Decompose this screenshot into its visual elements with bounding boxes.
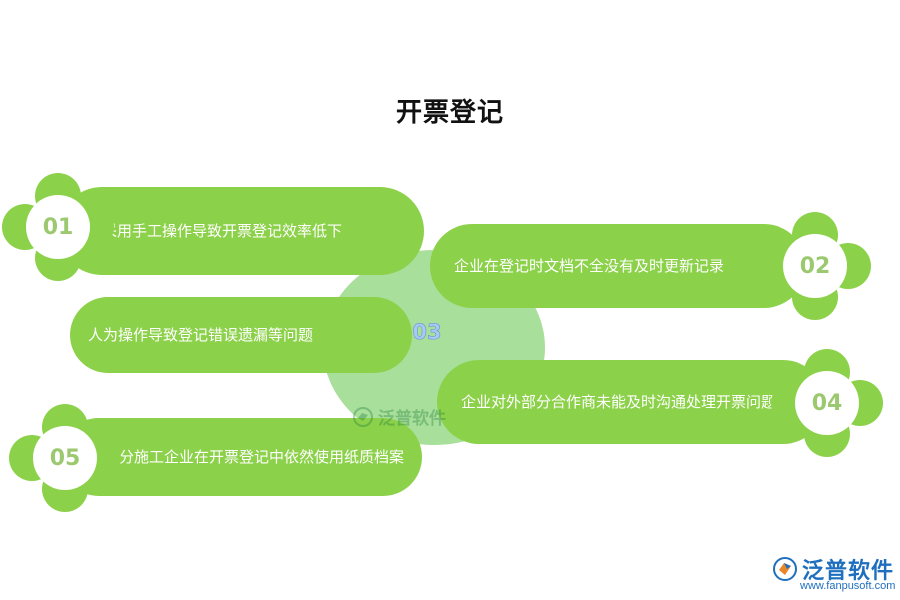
- item-04-pill: 企业对外部分合作商未能及时沟通处理开票问题: [437, 360, 825, 444]
- page-title: 开票登记: [395, 98, 504, 128]
- item-05-text: 部分施工企业在开票登记中依然使用纸质档案: [104, 448, 405, 466]
- item-01-badge: 01: [2, 173, 114, 281]
- watermark-text: 泛普软件: [378, 409, 446, 429]
- item-04-text: 企业对外部分合作商未能及时沟通处理开票问题: [461, 393, 777, 411]
- item-04-number: 04: [795, 371, 859, 435]
- item-01-number: 01: [26, 195, 90, 259]
- item-03-pill: 人为操作导致登记错误遗漏等问题: [70, 297, 412, 373]
- item-01-text: 采用手工操作导致开票登记效率低下: [102, 222, 343, 240]
- item-05-badge: 05: [9, 404, 121, 512]
- brand-url: www.fanpusoft.com: [800, 580, 896, 592]
- brand-logo-text: 泛普软件: [802, 559, 895, 584]
- brand-logo-icon: [773, 557, 797, 581]
- watermark-logo-icon: [353, 406, 373, 427]
- item-03-text: 人为操作导致登记错误遗漏等问题: [88, 326, 314, 344]
- item-05-pill: 部分施工企业在开票登记中依然使用纸质档案: [60, 418, 422, 496]
- item-02-text: 企业在登记时文档不全没有及时更新记录: [454, 257, 725, 275]
- item-02-number: 02: [783, 234, 847, 298]
- item-04-badge: 04: [771, 349, 883, 457]
- item-05-number: 05: [33, 426, 97, 490]
- item-02-badge: 02: [759, 212, 871, 320]
- item-03-number: 03: [412, 320, 442, 345]
- item-01-pill: 采用手工操作导致开票登记效率低下: [58, 187, 424, 275]
- item-02-pill: 企业在登记时文档不全没有及时更新记录: [430, 224, 806, 308]
- watermark: 泛普软件: [352, 404, 446, 429]
- brand-logo: 泛普软件: [772, 553, 894, 585]
